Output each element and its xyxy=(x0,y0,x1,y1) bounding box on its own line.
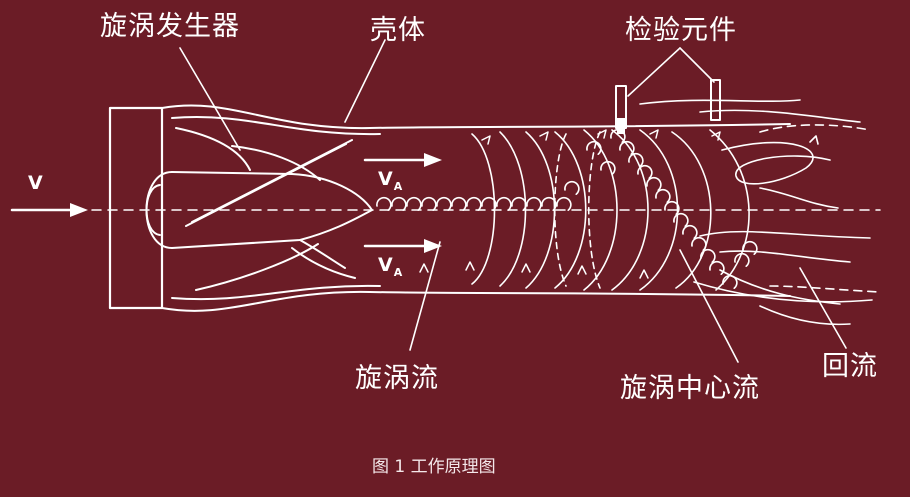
figure-caption: 图 1 工作原理图 xyxy=(372,457,496,477)
label-vortex-generator: 旋涡发生器 xyxy=(100,11,240,42)
symbol-velocity-upper: VA xyxy=(378,168,404,193)
swirl-arcs xyxy=(471,129,750,291)
vortex-loop xyxy=(406,196,422,211)
vortex-loop xyxy=(700,248,716,263)
vortex-loop xyxy=(600,160,616,175)
vortex-loop xyxy=(673,212,689,227)
leader-lines xyxy=(179,39,847,363)
vortex-loop xyxy=(481,196,497,211)
label-vortex-flow: 旋涡流 xyxy=(355,363,439,394)
backflow-region xyxy=(639,99,881,326)
flow-direction-marks xyxy=(419,129,721,279)
symbol-inlet-velocity: V xyxy=(28,172,44,194)
sensing-element-left xyxy=(615,85,627,134)
vortex-loop xyxy=(637,164,653,179)
vortex-loop xyxy=(541,196,557,211)
vortex-loop xyxy=(628,152,644,167)
housing-body xyxy=(161,104,791,312)
vortex-loop xyxy=(466,196,482,211)
vortex-loop xyxy=(709,260,725,275)
vortex-loop xyxy=(586,140,602,155)
vortex-loop xyxy=(655,188,671,203)
inlet-flange xyxy=(108,106,164,310)
vortex-loop xyxy=(564,180,580,195)
vortex-loop xyxy=(691,236,707,251)
symbol-velocity-lower: VA xyxy=(378,254,404,279)
vortex-generator-shape xyxy=(145,127,373,291)
vortex-loop xyxy=(421,196,437,211)
vortex-loop xyxy=(734,252,750,267)
vortex-loop xyxy=(436,196,452,211)
vortex-loop xyxy=(556,196,572,211)
vortex-loop xyxy=(496,196,512,211)
vortex-loop xyxy=(619,140,635,155)
vortex-loop xyxy=(526,196,542,211)
label-sensing-element: 检验元件 xyxy=(625,15,737,46)
vortex-loop xyxy=(511,196,527,211)
vortex-center-spiral xyxy=(376,128,758,289)
label-housing: 壳体 xyxy=(370,15,426,46)
vortex-loop xyxy=(664,200,680,215)
vortex-loop xyxy=(391,196,407,211)
vortex-loop xyxy=(646,176,662,191)
velocity-arrow-lower xyxy=(363,239,442,253)
vortex-loop xyxy=(682,224,698,239)
velocity-arrow-upper xyxy=(363,153,442,167)
inlet-arrow xyxy=(10,203,88,217)
vortex-loop xyxy=(376,196,392,211)
label-backflow: 回流 xyxy=(822,351,878,382)
vortex-loop xyxy=(451,196,467,211)
label-vortex-center-flow: 旋涡中心流 xyxy=(620,373,760,404)
